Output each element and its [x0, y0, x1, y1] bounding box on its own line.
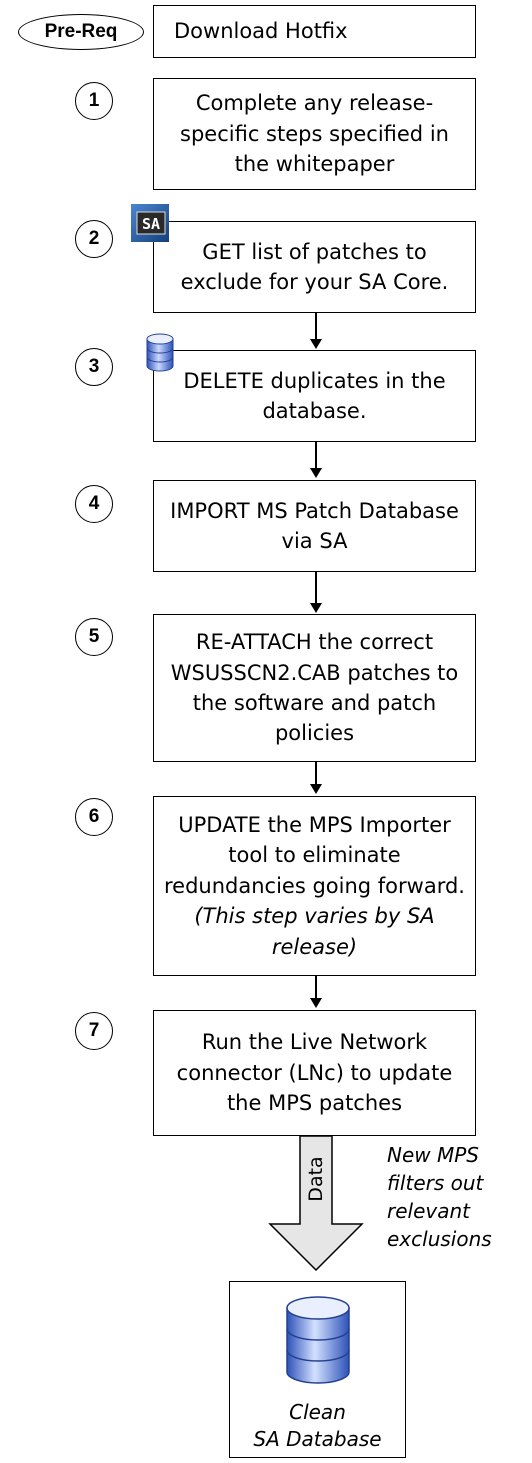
step-number-5-label: 5 — [88, 626, 100, 647]
final-database-icon — [284, 1294, 352, 1391]
step-1-box: Complete any release-specific steps spec… — [153, 78, 476, 190]
prereq-badge-label: Pre-Req — [44, 21, 118, 42]
connector-3-4 — [315, 442, 317, 468]
step-7-box: Run the Live Network connector (LNc) to … — [153, 1010, 476, 1136]
step-6-text: UPDATE the MPS Importer tool to eliminat… — [164, 810, 465, 962]
arrowhead-6-7 — [310, 998, 322, 1008]
sa-logo-text: SA — [142, 215, 160, 233]
prereq-badge: Pre-Req — [18, 14, 144, 50]
step-number-1-label: 1 — [88, 90, 100, 111]
step-number-4: 4 — [75, 485, 113, 523]
arrowhead-3-4 — [310, 468, 322, 478]
step-5-box: RE-ATTACH the correct WSUSSCN2.CAB patch… — [153, 614, 476, 762]
step-3-text: DELETE duplicates in the database. — [183, 368, 446, 423]
filter-note-text: New MPS filters out relevant exclusions — [387, 1143, 492, 1251]
step-5-text: RE-ATTACH the correct WSUSSCN2.CAB patch… — [170, 630, 459, 746]
clean-database-box: Clean SA Database — [229, 1281, 406, 1458]
step-number-7-label: 7 — [88, 1020, 100, 1041]
download-hotfix-box: Download Hotfix — [153, 5, 476, 58]
step-4-box: IMPORT MS Patch Database via SA — [153, 480, 476, 572]
clean-label: Clean — [230, 1398, 405, 1427]
step-2-box: GET list of patches to exclude for your … — [153, 221, 476, 313]
step-1-text: Complete any release-specific steps spec… — [180, 91, 449, 177]
connector-4-5 — [315, 572, 317, 603]
filter-note: New MPS filters out relevant exclusions — [387, 1141, 532, 1253]
step-number-3: 3 — [75, 348, 113, 386]
connector-5-6 — [315, 762, 317, 784]
step-6-box: UPDATE the MPS Importer tool to eliminat… — [153, 796, 476, 976]
sa-database-label: SA Database — [230, 1425, 405, 1454]
sa-logo-icon: SA — [131, 204, 169, 247]
step-3-box: DELETE duplicates in the database. — [153, 350, 476, 442]
step-number-3-label: 3 — [88, 356, 100, 377]
step-7-text: Run the Live Network connector (LNc) to … — [176, 1030, 453, 1116]
database-icon — [145, 332, 175, 379]
step-number-6: 6 — [75, 798, 113, 836]
clean-label-line1: Clean — [289, 1400, 346, 1424]
data-arrow-label-text: Data — [305, 1156, 327, 1202]
step-number-5: 5 — [75, 618, 113, 656]
arrowhead-4-5 — [310, 603, 322, 613]
step-2-text: GET list of patches to exclude for your … — [180, 239, 449, 294]
data-arrow-label: Data — [304, 1150, 328, 1210]
clean-label-line2: SA Database — [253, 1427, 382, 1451]
step-number-2-label: 2 — [88, 228, 100, 249]
step-number-7: 7 — [75, 1012, 113, 1050]
step-6-text-italic: (This step varies by SA release) — [194, 904, 435, 959]
step-number-2: 2 — [75, 220, 113, 258]
step-6-text-main: UPDATE the MPS Importer tool to eliminat… — [164, 812, 465, 898]
arrowhead-5-6 — [310, 784, 322, 794]
data-flow-arrow — [266, 1135, 366, 1277]
connector-2-3 — [315, 313, 317, 339]
step-4-text: IMPORT MS Patch Database via SA — [170, 498, 459, 553]
arrowhead-2-3 — [310, 339, 322, 349]
connector-6-7 — [315, 976, 317, 998]
step-number-6-label: 6 — [88, 806, 100, 827]
step-number-1: 1 — [75, 82, 113, 120]
download-hotfix-text: Download Hotfix — [174, 19, 348, 44]
step-number-4-label: 4 — [88, 493, 100, 514]
